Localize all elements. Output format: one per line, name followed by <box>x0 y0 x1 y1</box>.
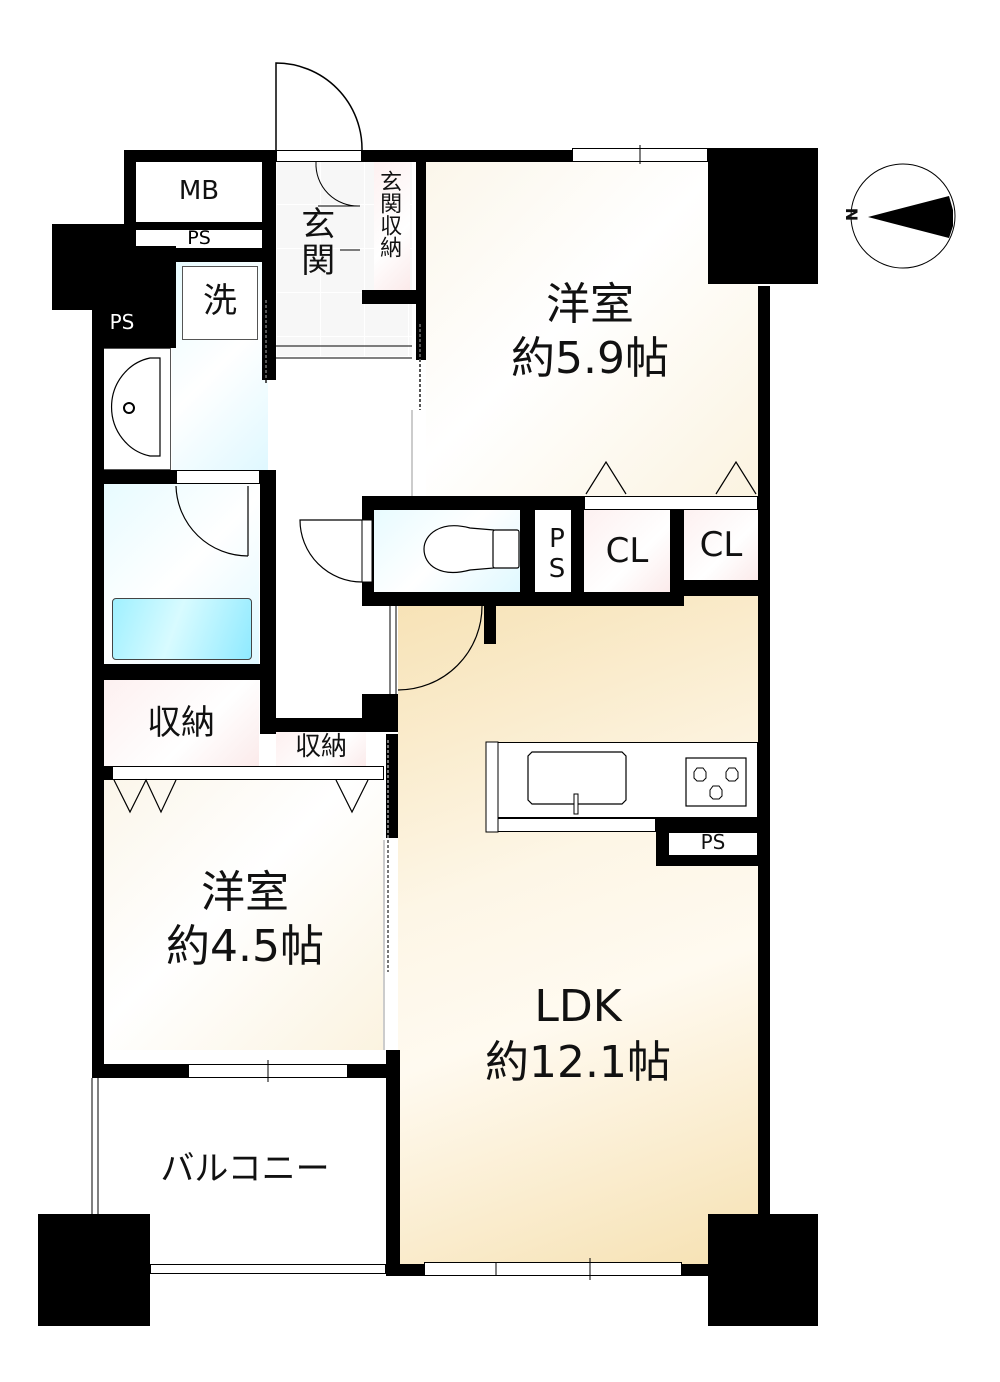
bath-door-frame <box>176 470 260 484</box>
wall <box>416 150 426 360</box>
pipe-space-label: PS <box>700 830 726 854</box>
entrance-door-frame <box>276 150 362 162</box>
storage-2-floor <box>276 732 366 768</box>
ldk-name: LDK <box>534 981 622 1032</box>
wall <box>758 286 770 1216</box>
wall <box>92 300 104 1078</box>
western-room-2-floor <box>103 780 383 1050</box>
western-room-1-name: 洋室 <box>546 279 634 330</box>
structural-column <box>38 1214 150 1326</box>
structural-column <box>708 1214 818 1326</box>
closet-door-frame <box>584 496 758 510</box>
washer-box <box>182 266 258 340</box>
compass-icon <box>850 163 956 269</box>
closet-1-floor <box>584 508 670 592</box>
western-room-1-size: 約5.9帖 <box>511 333 669 384</box>
wall <box>520 496 535 606</box>
western-room-2-size: 約4.5帖 <box>166 921 324 972</box>
meter-box-label: MB <box>178 176 220 206</box>
balcony-label: バルコニー <box>160 1149 330 1189</box>
ps-toilet-floor <box>535 508 571 592</box>
pipe-space-label: PS <box>109 310 135 334</box>
washroom-label: 洗 <box>203 281 237 321</box>
ldk-size: 約12.1帖 <box>485 1037 671 1088</box>
wall <box>571 496 584 606</box>
wall <box>670 496 684 606</box>
wall <box>362 290 426 304</box>
wall <box>362 694 398 732</box>
western-room-1-floor <box>426 160 758 498</box>
wall <box>96 664 276 680</box>
entrance-storage-label: 玄関収納 <box>376 170 402 258</box>
storage-2-label: 収納 <box>294 732 347 762</box>
ldk-floor <box>398 596 758 1264</box>
wall <box>362 150 574 162</box>
closet-1-label: CL <box>605 531 649 571</box>
closet-2-floor <box>684 508 758 580</box>
storage-1-label: 収納 <box>147 703 215 743</box>
wall <box>264 718 384 732</box>
storage-1-floor <box>103 680 259 766</box>
bathtub <box>112 598 252 660</box>
wall <box>96 766 112 780</box>
entrance-storage-floor <box>374 160 410 290</box>
pipe-space-label: PS <box>136 229 262 248</box>
wall <box>386 1050 400 1276</box>
structural-column <box>708 148 818 284</box>
wall <box>684 580 760 596</box>
wall <box>484 606 496 644</box>
wall <box>124 150 136 230</box>
wall <box>96 236 176 348</box>
closet-2-label: CL <box>699 525 743 565</box>
window-ldk <box>424 1262 682 1276</box>
entrance-label: 玄関 <box>294 206 335 278</box>
balcony-rail <box>150 1264 386 1274</box>
wall <box>124 150 276 162</box>
compass-north-label: N <box>842 207 862 222</box>
pipe-space-label: PS <box>542 524 572 584</box>
ps-kitchen-box <box>668 832 758 856</box>
storage-door-frame <box>112 766 384 780</box>
western-room-2-name: 洋室 <box>201 867 289 918</box>
entrance-door-swing <box>275 62 363 151</box>
